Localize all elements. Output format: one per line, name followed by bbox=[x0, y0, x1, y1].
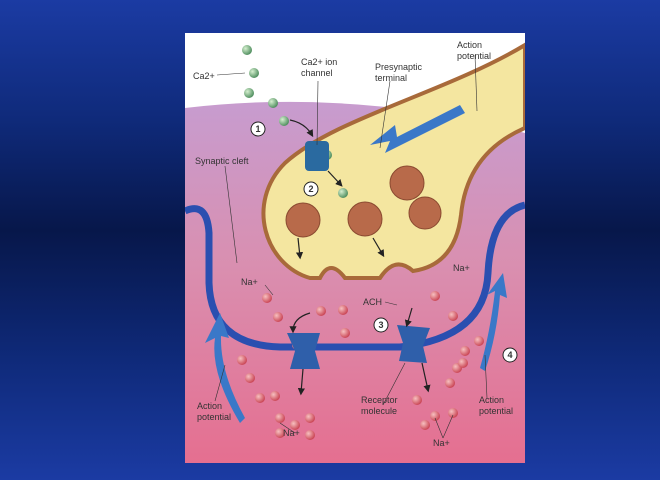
label-ca-channel-1: Ca2+ ion bbox=[301, 57, 337, 67]
label-na-bottom-right: Na+ bbox=[433, 438, 450, 448]
label-ap-top-1: Action bbox=[457, 40, 482, 50]
label-ap-left-2: potential bbox=[197, 412, 231, 422]
label-ap-right-1: Action bbox=[479, 395, 504, 405]
step-3: 3 bbox=[378, 320, 383, 330]
step-1: 1 bbox=[255, 124, 260, 134]
postsynaptic-membrane bbox=[183, 201, 527, 351]
label-na-bottom-left: Na+ bbox=[283, 428, 300, 438]
label-presynaptic-1: Presynaptic bbox=[375, 62, 423, 72]
flow-arrows bbox=[289, 119, 431, 396]
labels: Ca2+ Ca2+ ion channel Presynaptic termin… bbox=[193, 40, 513, 448]
label-synaptic-cleft: Synaptic cleft bbox=[195, 156, 249, 166]
presynaptic-terminal bbox=[261, 41, 527, 280]
label-receptor-1: Receptor bbox=[361, 395, 398, 405]
label-ap-left-1: Action bbox=[197, 401, 222, 411]
label-presynaptic-2: terminal bbox=[375, 73, 407, 83]
label-receptor-2: molecule bbox=[361, 406, 397, 416]
label-ap-top-2: potential bbox=[457, 51, 491, 61]
ca-ion-channel bbox=[305, 141, 329, 171]
label-na-left: Na+ bbox=[241, 277, 258, 287]
vesicles bbox=[285, 165, 442, 238]
label-na-right: Na+ bbox=[453, 263, 470, 273]
synapse-diagram: Ca2+ Ca2+ ion channel Presynaptic termin… bbox=[183, 33, 527, 463]
label-ap-right-2: potential bbox=[479, 406, 513, 416]
action-potential-arrows bbox=[205, 105, 507, 423]
step-2: 2 bbox=[308, 184, 313, 194]
label-ca-channel-2: channel bbox=[301, 68, 333, 78]
receptor-molecules bbox=[287, 325, 430, 369]
label-ach: ACH bbox=[363, 297, 382, 307]
label-ca: Ca2+ bbox=[193, 71, 215, 81]
leader-lines bbox=[214, 54, 488, 439]
step-4: 4 bbox=[507, 350, 512, 360]
step-markers bbox=[250, 121, 518, 363]
